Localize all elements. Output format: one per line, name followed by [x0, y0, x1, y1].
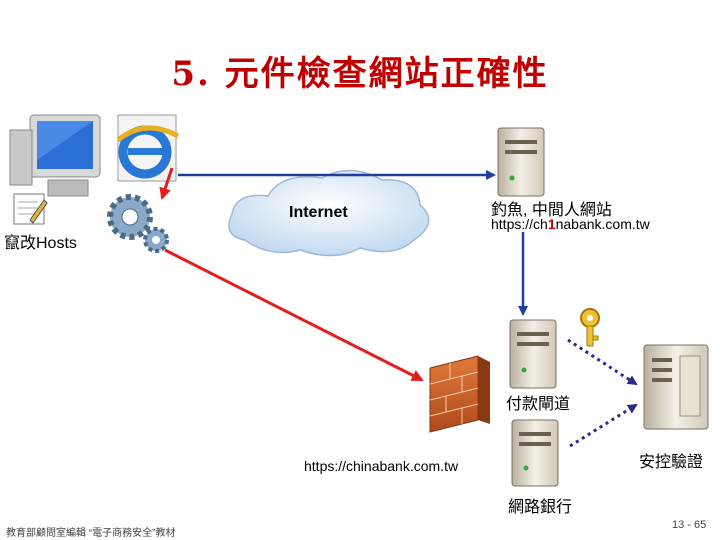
phishing-site-label: 釣魚, 中間人網站 — [491, 202, 612, 219]
firewall-icon — [429, 355, 490, 433]
notepad-icon — [13, 193, 48, 225]
key-icon — [580, 308, 600, 347]
arrow-ie-to-gear — [159, 167, 174, 200]
internet-cloud — [228, 169, 430, 257]
internet-explorer-icon — [116, 114, 180, 182]
footer-credit: 教育部顧問室編輯 “電子商務安全”教材 — [6, 528, 176, 539]
arrow-bank-to-ca — [569, 403, 638, 448]
phishing-server-icon — [497, 127, 545, 197]
gateway-label: 付款閘道 — [506, 396, 571, 413]
ca-label: 安控驗證 — [639, 454, 704, 471]
bank-server-icon — [511, 419, 559, 487]
page-title: 5. 元件檢查網站正確性 — [171, 54, 549, 94]
phishing-url-suffix: nabank.com.tw — [555, 216, 650, 232]
arrow-gateway-to-ca — [567, 338, 638, 386]
gateway-server-icon — [509, 319, 557, 389]
ca-server-icon — [643, 344, 709, 430]
bank-label: 網路銀行 — [508, 499, 573, 516]
phishing-url: https://ch1nabank.com.tw — [491, 216, 650, 232]
phishing-url-prefix: https://ch — [491, 216, 548, 232]
real-bank-url: https://chinabank.com.tw — [304, 458, 459, 474]
hosts-label: 竄改Hosts — [4, 235, 77, 252]
gear-icon — [107, 194, 169, 253]
page-number: 13 - 65 — [672, 519, 707, 531]
computer-icon — [9, 114, 101, 197]
arrow-gear-to-firewall — [164, 248, 424, 382]
internet-label: Internet — [289, 204, 348, 221]
phishing-url-highlight: 1 — [547, 216, 556, 232]
